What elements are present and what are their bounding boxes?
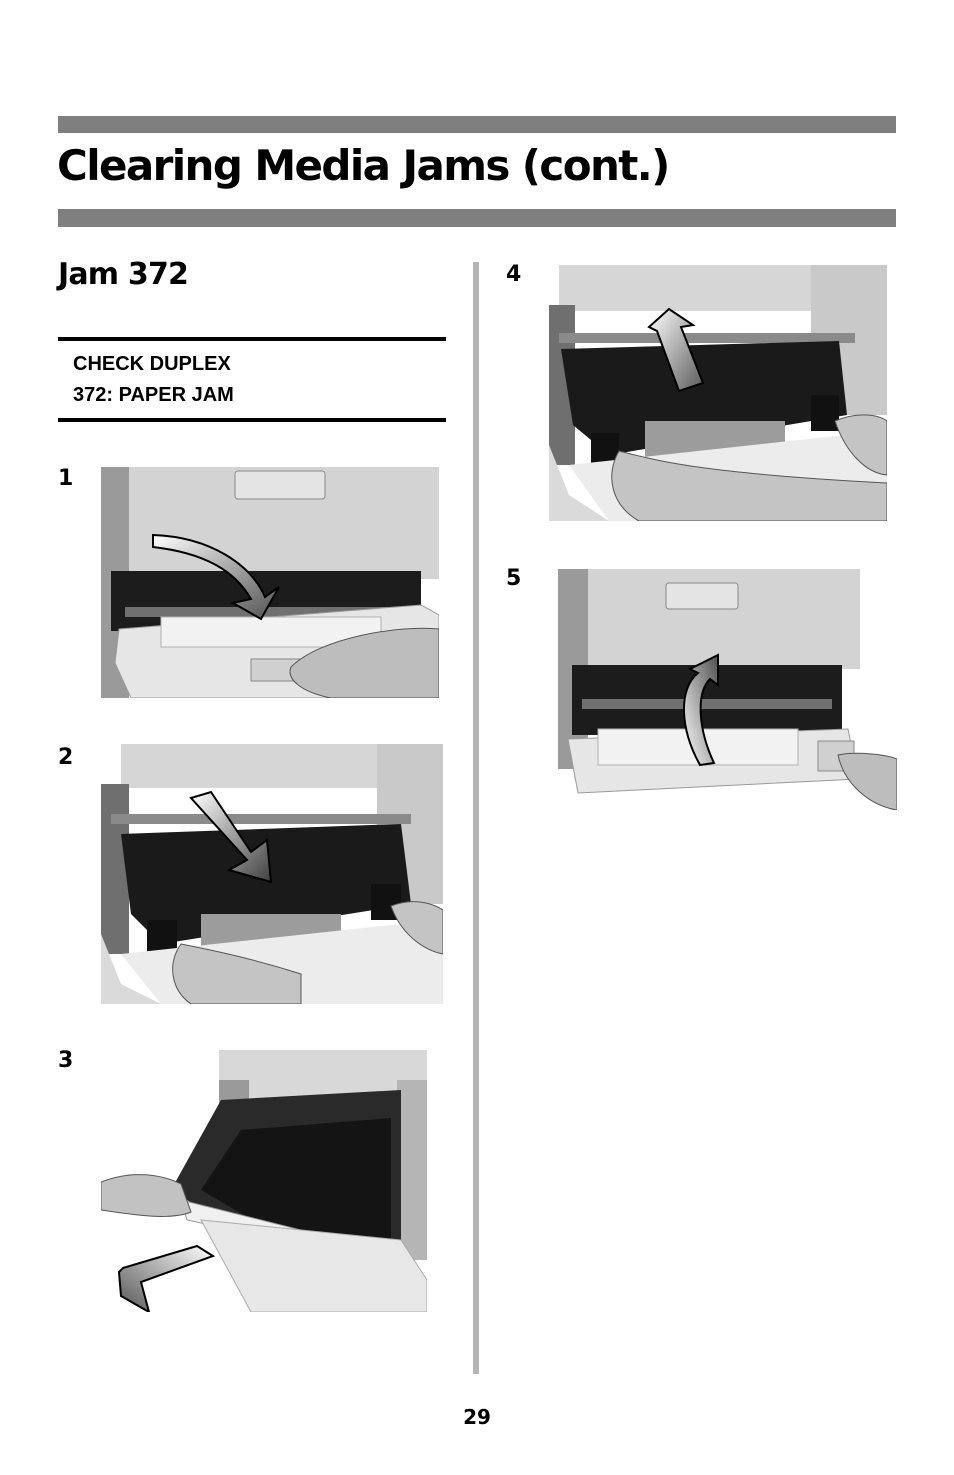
- header-bar-bottom: [58, 209, 896, 227]
- step-number-4: 4: [506, 262, 522, 287]
- panel-message-line-1: CHECK DUPLEX: [73, 353, 231, 375]
- page-title: Clearing Media Jams (cont.): [57, 141, 670, 190]
- step-5-photo: [558, 569, 897, 810]
- panel-message-line-2: 372: PAPER JAM: [73, 384, 234, 406]
- step-number-5: 5: [506, 566, 522, 591]
- page-number: 29: [463, 1405, 491, 1429]
- step-4-photo: [549, 265, 887, 521]
- step-2-photo: [101, 744, 443, 1004]
- step-number-1: 1: [58, 466, 74, 491]
- step-number-2: 2: [58, 745, 74, 770]
- message-rule-bottom: [58, 418, 446, 422]
- step-number-3: 3: [58, 1048, 74, 1073]
- column-divider: [473, 262, 479, 1374]
- step-3-photo: [101, 1050, 427, 1312]
- section-title: Jam 372: [58, 257, 189, 292]
- step-1-photo: [101, 467, 439, 698]
- message-rule-top: [58, 337, 446, 341]
- header-bar-top: [58, 116, 896, 133]
